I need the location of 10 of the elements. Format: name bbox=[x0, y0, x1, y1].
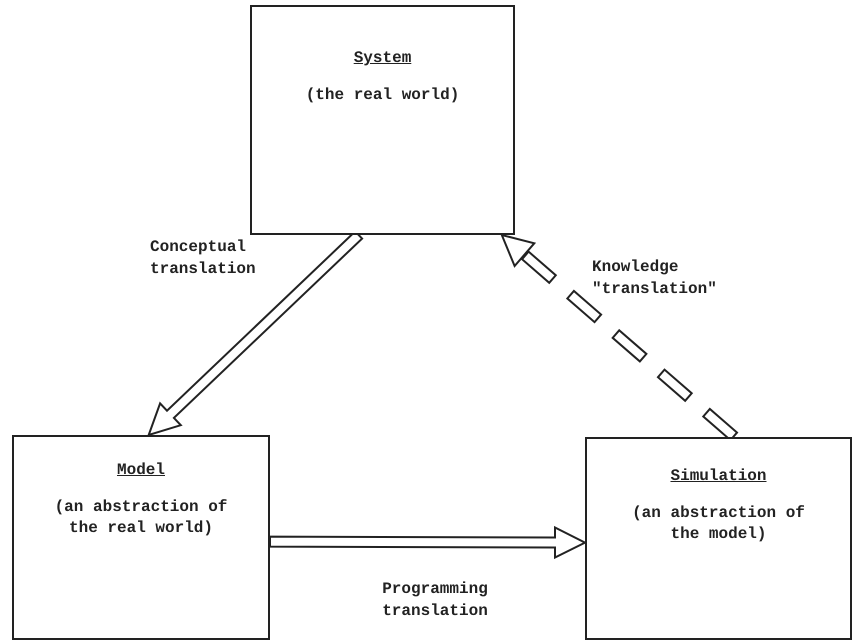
process-box bbox=[12, 435, 270, 640]
box-heading: System bbox=[354, 49, 412, 67]
box-description: (the real world) bbox=[304, 85, 460, 106]
box-heading: Model bbox=[116, 461, 165, 479]
process-box bbox=[250, 5, 515, 235]
box-heading: Simulation bbox=[670, 467, 766, 485]
box-description: (an abstraction of the model) bbox=[631, 503, 806, 545]
hollow-arrow bbox=[269, 526, 588, 560]
process-box bbox=[585, 437, 852, 640]
box-description: (an abstraction of the real world) bbox=[54, 497, 228, 539]
